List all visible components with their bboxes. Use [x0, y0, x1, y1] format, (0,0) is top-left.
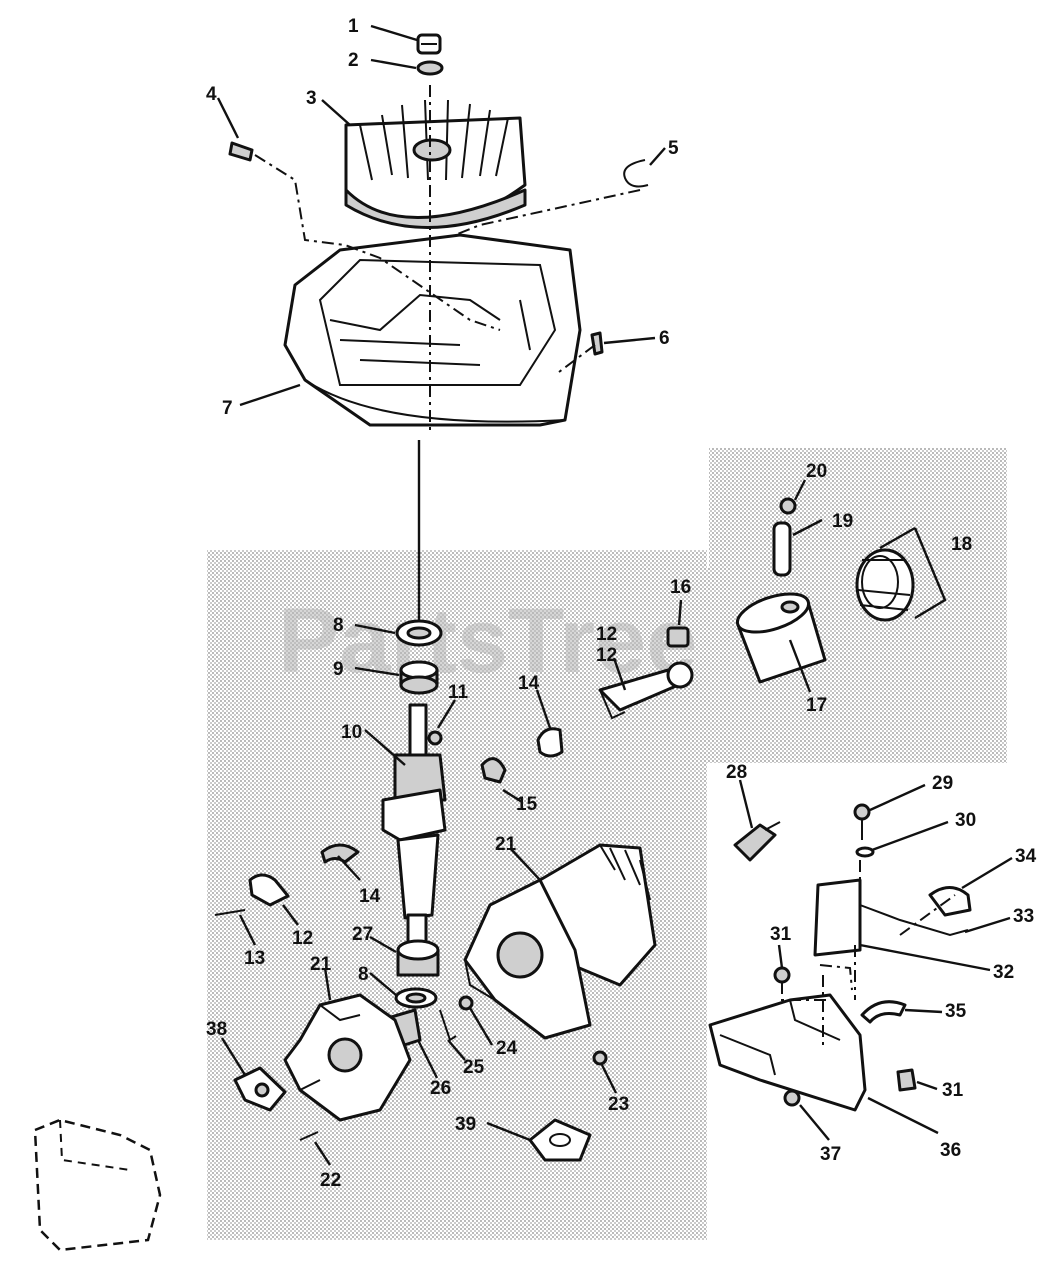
oil-seal-bottom	[394, 987, 438, 1009]
callout-9: 9	[333, 659, 344, 680]
callout-33: 33	[1013, 906, 1034, 927]
callout-labels: 1 2 3 4 5 6 7 8 9 10 11 12 14 15 16 12 1…	[206, 16, 1037, 1191]
muffler-outline	[33, 1118, 162, 1252]
callout-6: 6	[659, 328, 670, 349]
callout-17: 17	[806, 695, 827, 716]
screw-37	[783, 1089, 801, 1107]
cylinder-screw-24	[458, 995, 474, 1011]
connecting-rod-cap	[248, 873, 290, 907]
reed-valve-25	[439, 1009, 457, 1042]
callout-34: 34	[1015, 846, 1037, 867]
callout-4: 4	[206, 84, 217, 105]
callout-21-crankcase: 21	[310, 954, 332, 975]
callout-29: 29	[932, 773, 953, 794]
callout-32: 32	[993, 962, 1014, 983]
callout-30: 30	[955, 810, 976, 831]
watermark: PartsTree	[278, 590, 697, 692]
callout-31-upper: 31	[770, 924, 792, 945]
bearing-top	[399, 660, 439, 695]
cylinder	[463, 843, 657, 1040]
ignition-coil	[813, 878, 969, 957]
piston-rings	[855, 548, 915, 622]
spark-plug-boot	[928, 886, 972, 917]
callout-13: 13	[244, 948, 265, 969]
callout-18: 18	[951, 534, 972, 555]
blower-housing-screw	[228, 141, 254, 162]
flywheel-nut	[416, 33, 442, 55]
callout-11: 11	[448, 682, 469, 703]
bearing-half-upper	[536, 727, 564, 758]
oil-seal-top	[395, 619, 443, 647]
callout-38: 38	[206, 1019, 227, 1040]
callout-28: 28	[726, 762, 747, 783]
crankcase-screw	[299, 1131, 319, 1141]
callout-21-cylinder: 21	[495, 834, 517, 855]
callout-12-rod: 12	[596, 645, 617, 666]
alignment-lines	[254, 85, 956, 1050]
connecting-rod	[598, 661, 694, 720]
callout-37: 37	[820, 1144, 841, 1165]
screw-31a	[773, 966, 791, 984]
callout-26: 26	[430, 1078, 451, 1099]
rod-bolt	[214, 909, 246, 916]
callout-20: 20	[806, 461, 827, 482]
callout-5: 5	[668, 138, 679, 159]
flywheel-washer	[416, 60, 444, 76]
callout-15: 15	[516, 794, 538, 815]
flywheel	[344, 99, 527, 229]
needle-bearing	[480, 757, 507, 784]
callout-12-upper: 12	[596, 624, 617, 645]
spark-plug	[733, 821, 781, 862]
callout-31-lower: 31	[942, 1080, 964, 1101]
callout-36: 36	[940, 1140, 961, 1161]
blower-housing	[283, 233, 582, 427]
mounting-bracket	[708, 993, 867, 1112]
clip-35	[860, 1000, 907, 1024]
leader-lines	[216, 24, 1013, 1166]
callout-16: 16	[670, 577, 691, 598]
piston	[735, 592, 827, 684]
callout-23: 23	[608, 1094, 629, 1115]
callout-22: 22	[320, 1170, 341, 1191]
wrist-pin-retainer	[779, 497, 797, 515]
wrist-pin	[772, 521, 792, 577]
callout-12-lower: 12	[292, 928, 313, 949]
gasket-39	[528, 1118, 592, 1162]
callout-8-bottom: 8	[358, 964, 369, 985]
callout-1: 1	[348, 16, 359, 37]
callout-2: 2	[348, 50, 359, 71]
callout-19: 19	[832, 511, 853, 532]
callout-8-top: 8	[333, 615, 344, 636]
screw-31b	[896, 1068, 917, 1092]
crankshaft	[381, 703, 447, 947]
callout-14-upper: 14	[518, 673, 540, 694]
callout-39: 39	[455, 1114, 476, 1135]
callout-24: 24	[496, 1038, 518, 1059]
gasket-38	[233, 1066, 287, 1112]
callout-35: 35	[945, 1001, 967, 1022]
wrist-pin-bushing	[666, 626, 690, 648]
cylinder-screw-23	[592, 1050, 608, 1066]
bearing-bottom	[396, 939, 440, 977]
callout-27: 27	[352, 924, 373, 945]
flywheel-key	[623, 159, 649, 188]
washer-30	[855, 846, 875, 858]
housing-bolt	[590, 331, 604, 356]
callout-10: 10	[341, 722, 362, 743]
crankcase	[283, 993, 412, 1122]
callout-7: 7	[222, 398, 233, 419]
callout-25: 25	[463, 1057, 485, 1078]
ignition-screw-29	[853, 803, 871, 840]
callout-3: 3	[306, 88, 317, 109]
callout-14-lower: 14	[359, 886, 381, 907]
